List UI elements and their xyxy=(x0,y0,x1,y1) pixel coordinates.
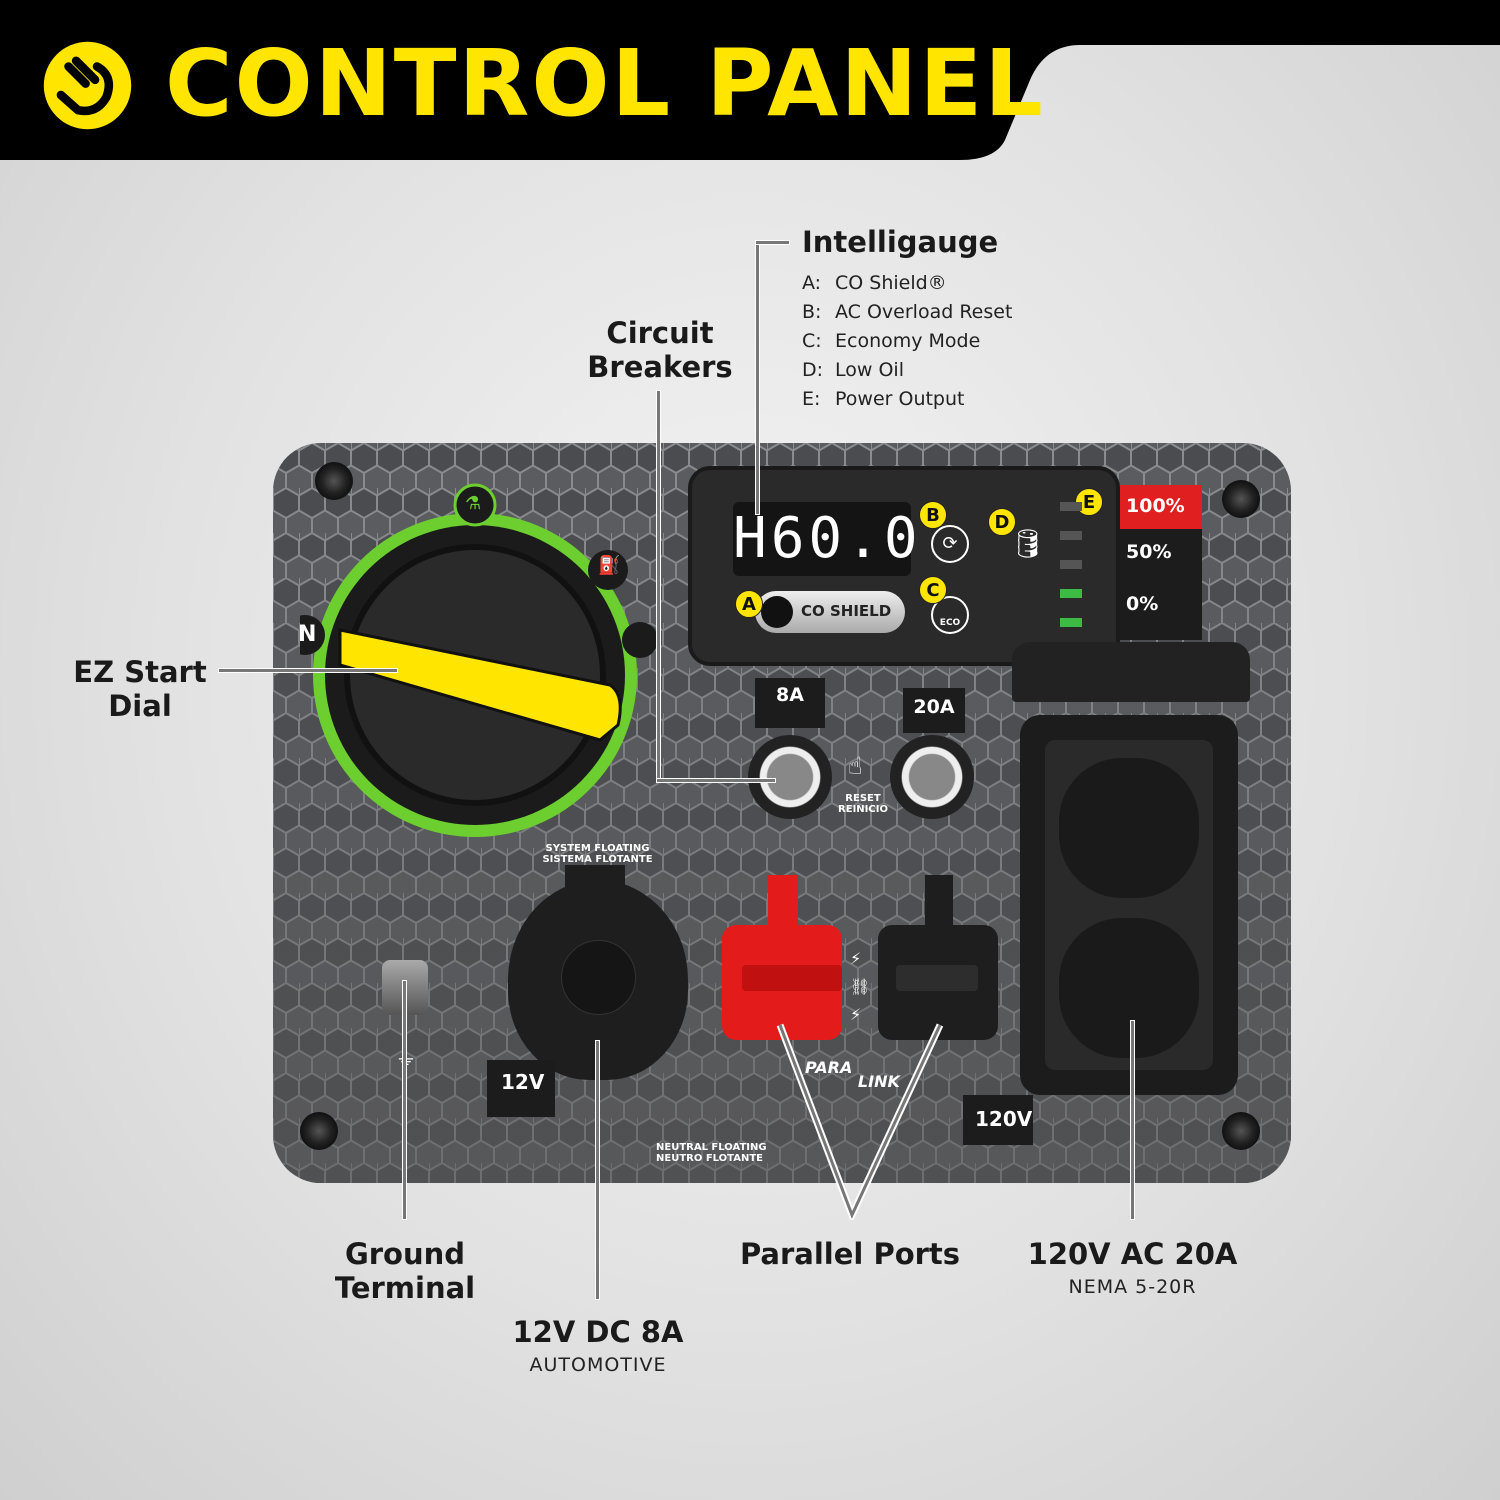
breaker-20a-button[interactable] xyxy=(890,735,974,819)
header-banner xyxy=(0,0,1500,160)
leader-line xyxy=(656,778,776,783)
parallel-ports-label: Parallel Ports xyxy=(739,1237,961,1271)
badge-d: D xyxy=(988,508,1016,536)
leader-line xyxy=(1130,1020,1135,1220)
screw xyxy=(1222,1112,1260,1150)
digital-display: H60.0 xyxy=(733,502,918,576)
power-output-led xyxy=(1060,589,1082,598)
leader-line xyxy=(656,390,661,782)
link-icon: ⚡⛓⚡ xyxy=(850,949,871,1024)
dc-outlet-label: 12V DC 8A xyxy=(512,1315,684,1349)
dc-outlet-cap-tab[interactable] xyxy=(565,865,625,905)
intelligauge-legend: Intelligauge A:CO Shield® B:AC Overload … xyxy=(802,225,1012,414)
receptacle[interactable] xyxy=(1059,918,1199,1058)
screw xyxy=(300,1112,338,1150)
badge-a: A xyxy=(735,590,763,618)
hand-logo-icon xyxy=(43,41,132,130)
badge-b: B xyxy=(919,501,947,529)
choke-icon: ⚗ xyxy=(465,493,482,514)
power-output-led xyxy=(1060,531,1082,540)
power-output-led xyxy=(1060,560,1082,569)
leader-line xyxy=(402,980,407,1220)
leader-line xyxy=(755,240,760,515)
press-icon: ☝ xyxy=(848,752,863,780)
ac-outlet-sublabel: NEMA 5-20R xyxy=(1068,1276,1197,1298)
badge-c: C xyxy=(919,576,947,604)
ac-outlet-cover[interactable] xyxy=(1012,642,1250,702)
legend-item: E:Power Output xyxy=(802,388,965,410)
breaker-8a-button[interactable] xyxy=(748,735,832,819)
legend-item: D:Low Oil xyxy=(802,359,904,381)
ac-outlet-label: 120V AC 20A xyxy=(1027,1237,1238,1271)
intelligauge-title: Intelligauge xyxy=(802,225,999,259)
level-0: 0% xyxy=(1126,593,1159,615)
legend-item: A:CO Shield® xyxy=(802,272,947,294)
ac-120v-label: 120V xyxy=(963,1095,1033,1145)
leader-line xyxy=(595,1040,600,1300)
start-position-icon: N xyxy=(298,622,317,647)
black-cap-tab xyxy=(925,875,953,935)
power-output-led xyxy=(1060,618,1082,627)
legend-item: C:Economy Mode xyxy=(802,330,981,352)
parallel-port-red[interactable] xyxy=(722,925,842,1040)
level-50: 50% xyxy=(1126,541,1172,563)
breaker-8a-label: 8A xyxy=(755,678,825,728)
leader-line xyxy=(218,668,398,673)
receptacle[interactable] xyxy=(1059,758,1199,898)
parallel-leader-lines xyxy=(776,1023,944,1220)
parallel-port-black[interactable] xyxy=(878,925,998,1040)
screw xyxy=(315,462,353,500)
page-title: CONTROL PANEL xyxy=(165,30,1045,137)
breaker-20a-label: 20A xyxy=(903,688,965,733)
eco-mode-icon[interactable]: ECO xyxy=(931,596,969,634)
co-shield-sensor: CO SHIELD xyxy=(755,591,905,633)
overload-reset-icon[interactable]: ⟳ xyxy=(931,525,969,563)
power-output-led xyxy=(1060,502,1082,511)
fuel-off-icon: ⛽ xyxy=(598,555,621,576)
low-oil-icon: 🛢 xyxy=(1010,527,1046,560)
ac-120v-outlet[interactable] xyxy=(1020,715,1238,1095)
leader-line xyxy=(755,240,790,245)
dc-12v-label: 12V xyxy=(487,1060,555,1117)
red-cap-tab xyxy=(768,875,798,935)
paralink-label: PARA LINK xyxy=(805,1058,900,1091)
dc-outlet-sublabel: AUTOMOTIVE xyxy=(529,1354,667,1376)
level-100: 100% xyxy=(1120,485,1202,529)
power-scale: 100% 50% 0% xyxy=(1120,485,1202,640)
legend-item: B:AC Overload Reset xyxy=(802,301,1013,323)
ez-start-dial[interactable] xyxy=(300,480,660,840)
screw xyxy=(1222,480,1260,518)
